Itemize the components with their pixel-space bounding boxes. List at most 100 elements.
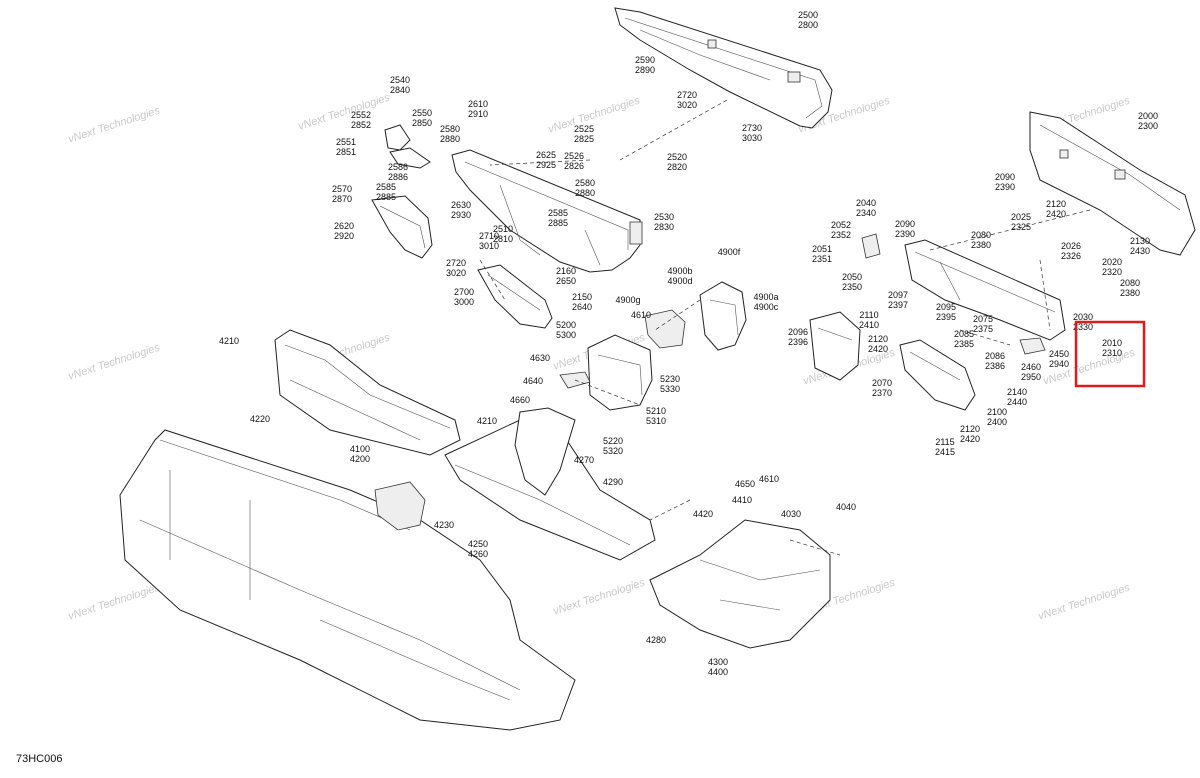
part-label: 2910 bbox=[468, 109, 488, 119]
part-label: 2097 bbox=[888, 290, 908, 300]
part-label: 2396 bbox=[788, 337, 808, 347]
part-label: 5300 bbox=[556, 330, 576, 340]
part-label: 2540 bbox=[390, 75, 410, 85]
part-label: 4230 bbox=[434, 520, 454, 530]
part-label: 2930 bbox=[451, 210, 471, 220]
part-label: 5330 bbox=[660, 384, 680, 394]
part-label: 2460 bbox=[1021, 362, 1041, 372]
part-label: 2070 bbox=[872, 378, 892, 388]
part-label: 2420 bbox=[1046, 209, 1066, 219]
part-label: 2090 bbox=[895, 219, 915, 229]
part-label: 2500 bbox=[798, 10, 818, 20]
center-floor-panel bbox=[444, 407, 656, 561]
part-label: 4900g bbox=[615, 295, 640, 305]
part-label: 2326 bbox=[1061, 251, 1081, 261]
watermark-text: vNext Technologies bbox=[547, 95, 642, 136]
part-label: 2530 bbox=[654, 212, 674, 222]
part-label: 2525 bbox=[574, 124, 594, 134]
assembly-lines bbox=[479, 99, 1091, 556]
part-label: 4400 bbox=[708, 667, 728, 677]
part-label: 2585 bbox=[376, 182, 396, 192]
part-label: 5230 bbox=[660, 374, 680, 384]
part-label: 2870 bbox=[332, 194, 352, 204]
part-label: 2386 bbox=[985, 361, 1005, 371]
part-label: 2095 bbox=[936, 302, 956, 312]
part-label: 2720 bbox=[446, 258, 466, 268]
part-label: 2510 bbox=[493, 224, 513, 234]
part-label: 2380 bbox=[1120, 288, 1140, 298]
part-label: 2320 bbox=[1102, 267, 1122, 277]
part-label: 2051 bbox=[812, 244, 832, 254]
part-label: 2920 bbox=[334, 231, 354, 241]
part-label: 2420 bbox=[960, 434, 980, 444]
part-label: 2730 bbox=[742, 123, 762, 133]
part-label: 2826 bbox=[564, 161, 584, 171]
part-label: 2830 bbox=[654, 222, 674, 232]
part-label: 2025 bbox=[1011, 212, 1031, 222]
part-label: 3020 bbox=[677, 100, 697, 110]
part-label: 2410 bbox=[859, 320, 879, 330]
left-rocker-panel bbox=[274, 329, 461, 456]
part-label: 2110 bbox=[859, 310, 878, 320]
part-label: 3030 bbox=[742, 133, 762, 143]
part-label: 2385 bbox=[954, 339, 974, 349]
part-label: 2080 bbox=[1120, 278, 1140, 288]
watermark-text: vNext Technologies bbox=[67, 342, 162, 383]
part-label: 2890 bbox=[635, 65, 655, 75]
part-number-labels: 2500280025902890272030202730303025402840… bbox=[219, 10, 1158, 677]
part-label: 2395 bbox=[936, 312, 956, 322]
part-label: 3020 bbox=[446, 268, 466, 278]
part-label: 2840 bbox=[390, 85, 410, 95]
part-label: 5210 bbox=[646, 406, 666, 416]
part-label: 2886 bbox=[388, 172, 408, 182]
part-label: 2625 bbox=[536, 150, 556, 160]
part-label: 2640 bbox=[572, 302, 592, 312]
right-floor-panel bbox=[649, 519, 831, 649]
part-label: 2352 bbox=[831, 230, 851, 240]
watermark-text: vNext Technologies bbox=[1037, 582, 1132, 623]
part-label: 5200 bbox=[556, 320, 576, 330]
part-label: 2586 bbox=[388, 162, 408, 172]
part-label: 2580 bbox=[440, 124, 460, 134]
part-label: 2552 bbox=[351, 110, 371, 120]
part-label: 2650 bbox=[556, 276, 576, 286]
part-label: 3000 bbox=[454, 297, 474, 307]
part-label: 2630 bbox=[451, 200, 471, 210]
part-label: 2520 bbox=[667, 152, 687, 162]
part-label: 4900d bbox=[667, 276, 692, 286]
part-label: 2390 bbox=[895, 229, 915, 239]
part-label: 2550 bbox=[412, 108, 432, 118]
part-label: 2440 bbox=[1007, 397, 1027, 407]
part-label: 4300 bbox=[708, 657, 728, 667]
part-label: 4250 bbox=[468, 539, 488, 549]
part-label: 2610 bbox=[468, 99, 488, 109]
part-label: 4660 bbox=[510, 395, 530, 405]
part-label: 2351 bbox=[812, 254, 832, 264]
part-label: 2100 bbox=[987, 407, 1007, 417]
part-label: 4260 bbox=[468, 549, 488, 559]
part-label: 2010 bbox=[1102, 338, 1122, 348]
part-label: 4040 bbox=[836, 502, 856, 512]
part-label: 2880 bbox=[575, 188, 595, 198]
center-console-parts bbox=[559, 334, 653, 411]
mirror-assembly bbox=[644, 281, 747, 351]
part-label: 4650 bbox=[735, 479, 755, 489]
part-label: 2090 bbox=[995, 172, 1015, 182]
part-label: 4900b bbox=[667, 266, 692, 276]
part-label: 2620 bbox=[334, 221, 354, 231]
part-label: 4640 bbox=[523, 376, 543, 386]
part-label: 2526 bbox=[564, 151, 584, 161]
part-label: 5320 bbox=[603, 446, 623, 456]
part-label: 2400 bbox=[987, 417, 1007, 427]
part-label: 2551 bbox=[336, 137, 356, 147]
part-label: 2450 bbox=[1049, 349, 1069, 359]
part-label: 4220 bbox=[250, 414, 270, 424]
part-label: 2330 bbox=[1073, 322, 1093, 332]
part-label: 2086 bbox=[985, 351, 1005, 361]
part-label: 2380 bbox=[971, 240, 991, 250]
watermark-text: vNext Technologies bbox=[67, 105, 162, 146]
part-label: 2885 bbox=[376, 192, 396, 202]
part-label: 2375 bbox=[973, 324, 993, 334]
watermark-text: vNext Technologies bbox=[67, 582, 162, 623]
